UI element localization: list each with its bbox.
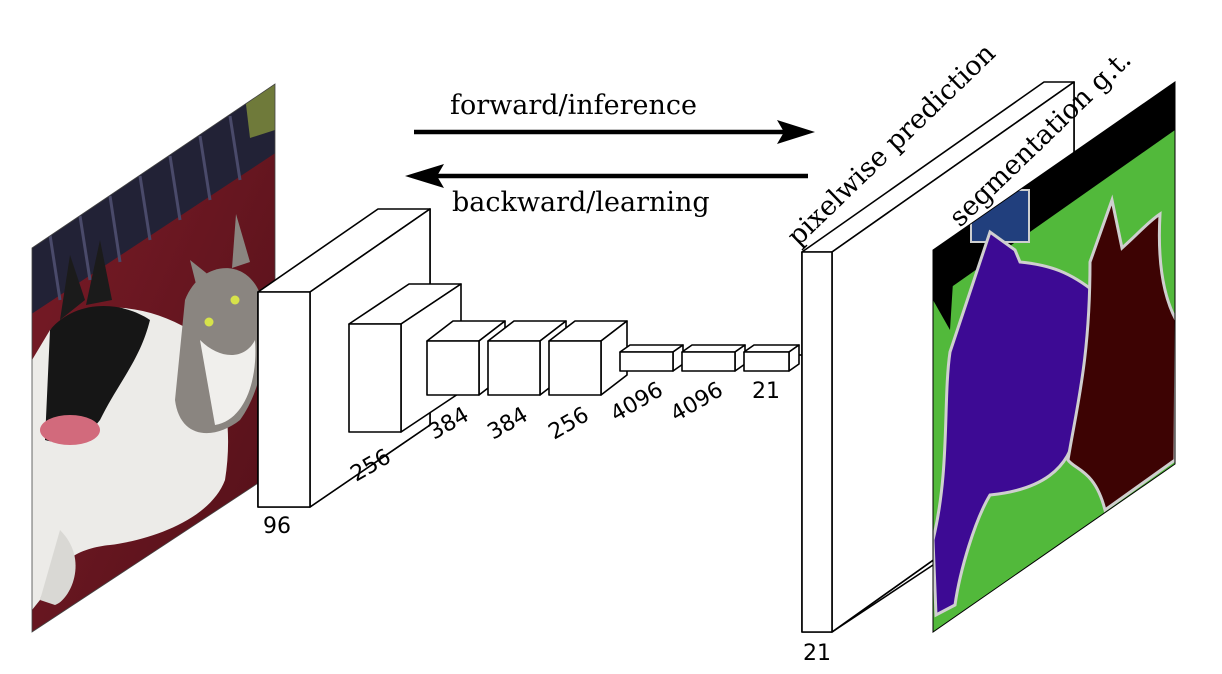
fc-layer-box-7 <box>681 344 746 372</box>
input-photo <box>31 83 276 633</box>
network-layers <box>257 208 803 508</box>
layer-label-384: 384 <box>484 403 533 446</box>
layer-label-21: 21 <box>752 379 780 404</box>
forward-arrow: forward/inference <box>414 90 815 144</box>
conv-layer-box-5 <box>548 320 628 396</box>
backward-arrow: backward/learning <box>405 164 808 218</box>
segmentation-gt: segmentation g.t. <box>932 44 1176 633</box>
layer-label-4096: 4096 <box>667 378 728 428</box>
fc-layer-box-8 <box>743 344 800 372</box>
layer-label-256: 256 <box>545 403 594 446</box>
layer-label-4096: 4096 <box>607 378 668 428</box>
layer-label-96: 96 <box>263 514 291 539</box>
backward-label: backward/learning <box>452 187 710 218</box>
forward-label: forward/inference <box>450 90 697 121</box>
fc-layer-box-6 <box>619 344 684 372</box>
output-channels-label: 21 <box>803 641 831 666</box>
